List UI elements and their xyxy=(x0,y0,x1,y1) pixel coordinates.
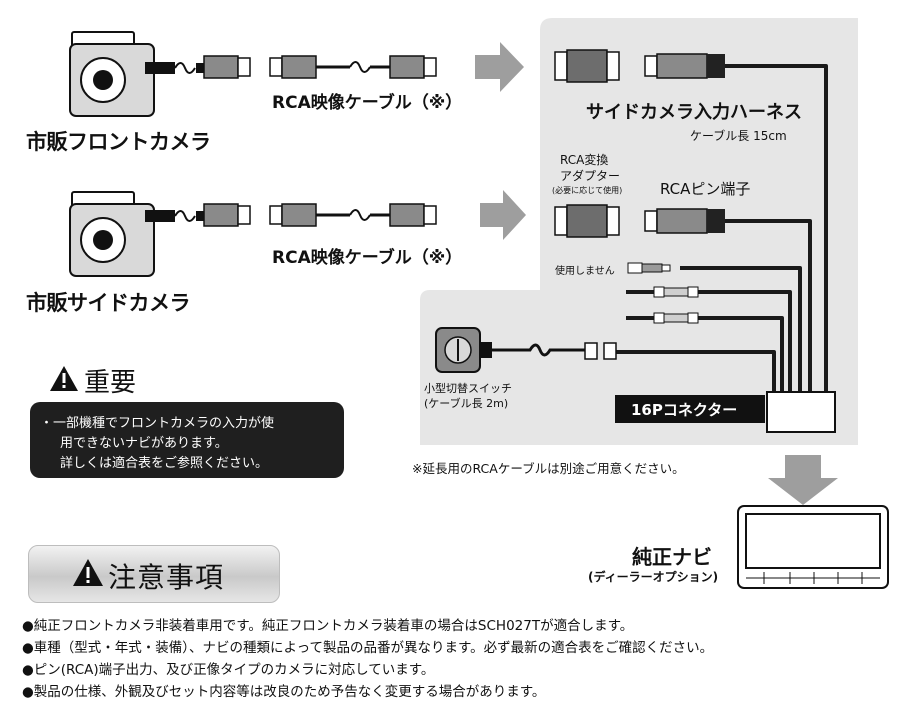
adapter-note: (必要に応じて使用) xyxy=(552,186,623,195)
note-line-3: ●ピン(RCA)端子出力、及び正像タイプのカメラに対応しています。 xyxy=(22,662,435,678)
front-camera-icon xyxy=(69,31,175,117)
side-rca-cable xyxy=(269,203,437,227)
important-title: 重要 xyxy=(84,368,137,398)
important-box: ・一部機種でフロントカメラの入力が使 用できないナビがあります。 詳しくは適合表… xyxy=(30,402,344,478)
rca-pin-top xyxy=(644,53,725,79)
front-rca-cable xyxy=(269,55,437,79)
unused-label: 使用しません xyxy=(555,266,615,277)
side-rca-plug-1 xyxy=(203,203,251,227)
connector-label: 16Pコネクター xyxy=(615,395,765,423)
rca-cable-label-side: RCA映像ケーブル（※） xyxy=(272,248,463,268)
switch-icon xyxy=(435,327,492,373)
connector-label-text: 16Pコネクター xyxy=(631,401,738,419)
adapter-label-1: RCA変換 xyxy=(560,153,609,167)
connector-16p xyxy=(766,391,836,433)
switch-label-2: (ケーブル長 2m) xyxy=(424,397,509,410)
important-line-2: 用できないナビがあります。 xyxy=(60,436,228,451)
adapter-label-2: アダプター xyxy=(560,169,621,183)
unused-connector xyxy=(627,262,699,324)
arrow-icon-front xyxy=(475,42,524,92)
cable-length: ケーブル長 15cm xyxy=(690,129,787,143)
switch-label-1: 小型切替スイッチ xyxy=(424,382,512,395)
warning-icon xyxy=(50,366,78,391)
rca-cable-label-front: RCA映像ケーブル（※） xyxy=(272,93,463,113)
important-line-1: ・一部機種でフロントカメラの入力が使 xyxy=(40,416,275,431)
front-camera-label: 市販フロントカメラ xyxy=(26,130,211,154)
note-line-2: ●車種（型式・年式・装備）、ナビの種類によって製品の品番が異なります。必ず最新の… xyxy=(22,640,714,656)
side-camera-label: 市販サイドカメラ xyxy=(26,291,191,315)
side-camera-icon xyxy=(69,191,175,277)
rca-adapter-mid xyxy=(554,204,620,238)
rca-pin-label: RCAピン端子 xyxy=(660,180,751,198)
important-line-3: 詳しくは適合表をご参照ください。 xyxy=(60,456,269,471)
harness-panel-bg xyxy=(420,18,858,445)
note-line-1: ●純正フロントカメラ非装着車用です。純正フロントカメラ装着車の場合はSCH027… xyxy=(22,618,634,634)
navi-title: 純正ナビ xyxy=(632,545,712,569)
rca-pin-mid xyxy=(644,208,725,234)
rca-adapter-top xyxy=(554,49,620,83)
caution-bar xyxy=(28,545,280,603)
front-rca-plug-1 xyxy=(203,55,251,79)
navi-monitor-icon xyxy=(737,505,889,589)
note-line-4: ●製品の仕様、外観及びセット内容等は改良のため予告なく変更する場合があります。 xyxy=(22,684,546,700)
caution-title: 注意事項 xyxy=(108,561,225,594)
navi-subtitle: (ディーラーオプション) xyxy=(588,570,719,584)
arrow-icon-down xyxy=(768,455,838,505)
warning-icon-caution xyxy=(73,559,103,586)
arrow-icon-side xyxy=(480,190,526,240)
harness-title: サイドカメラ入力ハーネス xyxy=(586,102,802,123)
extension-note: ※延長用のRCAケーブルは別途ご用意ください。 xyxy=(412,461,685,476)
